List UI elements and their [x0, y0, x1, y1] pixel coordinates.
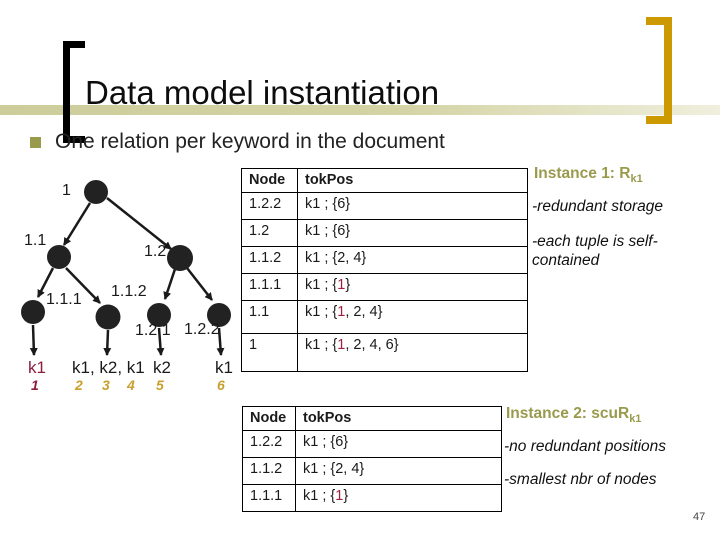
- instance1-heading-text: Instance 1: R: [534, 165, 631, 182]
- highlighted-position: 1: [337, 337, 346, 353]
- cell-node: 1.1.2: [241, 246, 298, 274]
- instance1-heading: Instance 1: Rk1: [534, 165, 643, 185]
- tree-node-label-1.1.1: 1.1.1: [46, 291, 82, 308]
- token-position-number: 6: [217, 377, 225, 393]
- tree-diagram: [21, 180, 231, 356]
- edge-1.2.1-down: [156, 327, 165, 356]
- cell-node: 1.1: [241, 300, 298, 334]
- cell-node: 1.2: [241, 219, 298, 247]
- highlighted-position: 1: [337, 277, 346, 293]
- edge-1.1.2-down: [103, 329, 112, 356]
- token-position-number: 5: [156, 377, 164, 393]
- slide-title: Data model instantiation: [85, 74, 440, 111]
- cell-node: 1.1.2: [242, 457, 296, 485]
- instance1-heading-subscript: k1: [630, 173, 643, 186]
- instance2-heading-text: Instance 2: scuR: [506, 405, 630, 422]
- token-position-number: 4: [127, 377, 135, 393]
- cell-tokpos: k1 ; {6}: [297, 219, 528, 247]
- token-position-number: 2: [75, 377, 83, 393]
- tree-node-label-1.2: 1.2: [144, 243, 167, 260]
- tree-node-1.1.1: [21, 300, 45, 324]
- cell-node: 1.1.1: [241, 273, 298, 301]
- column-header-node: Node: [242, 406, 296, 431]
- tree-node-label-1.2.2: 1.2.2: [184, 321, 220, 338]
- column-header-node: Node: [241, 168, 298, 193]
- cell-tokpos: k1 ; {1}: [297, 273, 528, 301]
- column-header-tokpos: tokPos: [295, 406, 502, 431]
- cell-tokpos: k1 ; {2, 4}: [297, 246, 528, 274]
- bullet-row: One relation per keyword in the document: [30, 130, 445, 154]
- edge-1.2-to-1.2.2: [186, 267, 213, 301]
- highlighted-position: 1: [335, 488, 344, 504]
- tree-node-label-1.2.1: 1.2.1: [135, 322, 171, 339]
- cell-node: 1.2.2: [241, 192, 298, 220]
- instance1-note-self-contained: -each tuple is self-contained: [532, 233, 658, 269]
- tree-node-label-1.1.2: 1.1.2: [111, 283, 147, 300]
- token-position-number: 1: [31, 377, 39, 393]
- tree-node-label-1.1: 1.1: [24, 232, 47, 249]
- instance2-note-smallest-nbr-nodes: -smallest nbr of nodes: [504, 471, 657, 488]
- cell-tokpos: k1 ; {6}: [297, 192, 528, 220]
- title-accent-bar: [0, 105, 720, 115]
- edge-1-to-1.1: [62, 202, 92, 246]
- edge-1.1-to-1.1.2: [65, 267, 101, 304]
- page-number: 47: [693, 511, 706, 523]
- tree-node-1.1.2: [95, 304, 121, 330]
- bullet-square-icon: [30, 137, 41, 148]
- leaf-keyword-label: k1: [28, 358, 46, 377]
- highlighted-position: 1: [337, 304, 346, 320]
- edge-1.2.2-down: [216, 327, 225, 356]
- leaf-keyword-label: k1, k2, k1: [72, 358, 145, 377]
- cell-node: 1.1.1: [242, 484, 296, 512]
- instance2-heading-subscript: k1: [629, 413, 642, 426]
- tree-node-1.2.1: [147, 303, 171, 327]
- tree-node-1.2: [167, 245, 193, 271]
- cell-node: 1.2.2: [242, 430, 296, 458]
- cell-node: 1: [241, 333, 298, 372]
- leaf-keyword-label: k1: [215, 358, 233, 377]
- edge-1.1.1-down: [29, 324, 38, 356]
- leaf-keyword-label: k2: [153, 358, 171, 377]
- right-bracket-decoration: [646, 17, 672, 124]
- cell-tokpos: k1 ; {6}: [295, 430, 502, 458]
- instance2-heading: Instance 2: scuRk1: [506, 405, 641, 425]
- tree-node-1.1: [47, 245, 71, 269]
- bullet-text: One relation per keyword in the document: [55, 130, 445, 153]
- tree-node-label-1: 1: [62, 182, 71, 199]
- cell-tokpos: k1 ; {1, 2, 4, 6}: [297, 333, 528, 372]
- column-header-tokpos: tokPos: [297, 168, 528, 193]
- left-bracket-decoration: [63, 41, 85, 143]
- edge-1.1-to-1.1.1: [36, 267, 55, 298]
- instance2-note-no-redundant-positions: -no redundant positions: [504, 438, 667, 455]
- cell-tokpos: k1 ; {1, 2, 4}: [297, 300, 528, 334]
- token-position-number: 3: [102, 377, 110, 393]
- tree-node-1: [84, 180, 108, 204]
- cell-tokpos: k1 ; {1}: [295, 484, 502, 512]
- tree-node-1.2.2: [207, 303, 231, 327]
- cell-tokpos: k1 ; {2, 4}: [295, 457, 502, 485]
- instance1-note-redundant-storage: -redundant storage: [532, 198, 663, 215]
- edge-1-to-1.2: [106, 197, 172, 250]
- edge-1.2-to-1.2.1: [163, 268, 177, 300]
